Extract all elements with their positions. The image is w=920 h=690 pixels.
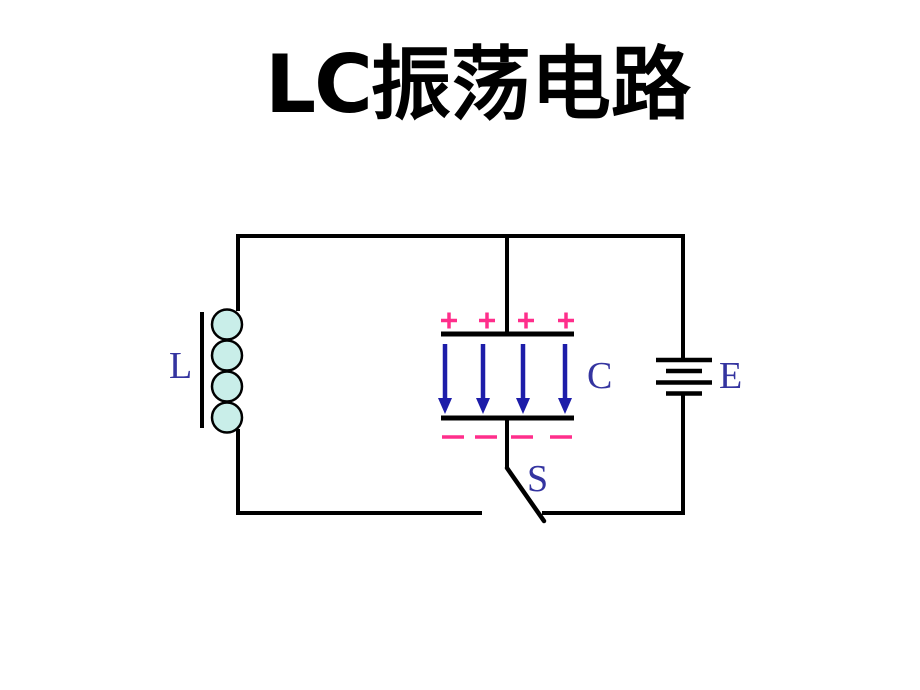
inductor-label: L <box>169 345 192 387</box>
title-chinese: 振荡电路 <box>370 37 691 131</box>
wire-bottom-right <box>542 392 685 515</box>
battery <box>656 357 712 396</box>
capacitor <box>441 331 574 421</box>
capacitor-label: C <box>587 355 612 397</box>
coil-turn-icon <box>210 339 244 372</box>
down-arrowhead-icon <box>476 398 490 414</box>
coil-turn-icon <box>210 370 244 403</box>
slide-title: LC振荡电路 <box>0 42 920 128</box>
title-latin: LC <box>265 38 373 131</box>
wire-bottom-left <box>236 429 482 515</box>
switch-blade <box>504 465 547 524</box>
switch-label: S <box>527 458 548 500</box>
down-arrowhead-icon <box>438 398 452 414</box>
battery-label: E <box>719 355 742 397</box>
plus-charge-icon <box>479 312 495 329</box>
plus-charge-icon <box>518 312 534 329</box>
plus-charge-icon <box>558 312 574 329</box>
field-arrow-heads <box>438 398 572 414</box>
coil-turn-icon <box>210 308 244 341</box>
down-arrowhead-icon <box>516 398 530 414</box>
circuit-wires <box>236 234 685 515</box>
wire-top-loop <box>236 234 685 360</box>
positive-charges <box>441 312 574 329</box>
field-arrows <box>442 344 568 399</box>
plus-charge-icon <box>441 312 457 329</box>
coil-turn-icon <box>210 401 244 434</box>
down-arrowhead-icon <box>558 398 572 414</box>
inductor <box>200 308 244 434</box>
